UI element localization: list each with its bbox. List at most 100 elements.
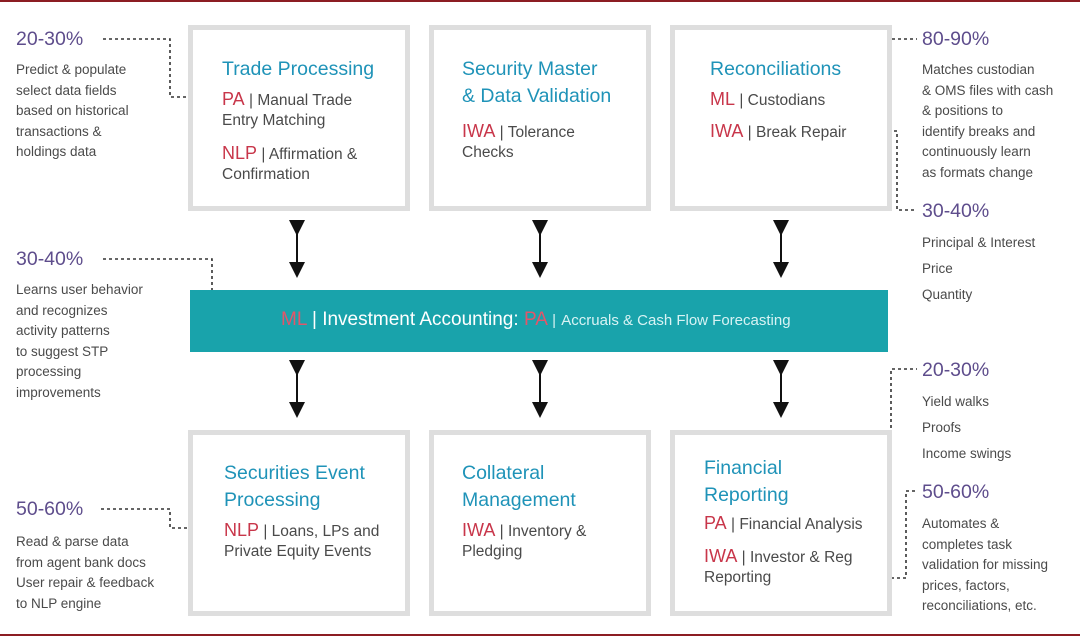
tag-ml: ML [710, 89, 736, 109]
left2-percent: 30-40% [16, 248, 84, 270]
note-line: Price [922, 261, 953, 276]
right4-percent: 50-60% [922, 481, 990, 503]
recon-item-ml: ML | Custodians [710, 89, 825, 111]
separator: | [263, 523, 268, 540]
separator: | [311, 309, 317, 330]
note-line: Learns user behavior [16, 282, 143, 297]
security-master-box [429, 25, 651, 211]
trade-item-nlp: NLP | Affirmation & Confirmation [222, 143, 357, 185]
collateral-management-box [429, 430, 651, 616]
note-line: Read & parse data [16, 534, 129, 549]
separator: | [499, 124, 504, 141]
item-text-cont: Confirmation [222, 166, 310, 183]
note-line: to suggest STP [16, 343, 109, 359]
note-line: Matches custodian [922, 62, 1035, 77]
note-line: to NLP engine [16, 595, 102, 611]
events-item-nlp: NLP | Loans, LPs and Private Equity Even… [224, 520, 379, 562]
separator: | [739, 92, 744, 109]
right1-note: Matches custodian & OMS files with cash … [922, 60, 1053, 183]
trade-item-pa: PA | Manual Trade Entry Matching [222, 89, 352, 131]
item-text: Inventory & [507, 523, 587, 540]
note-line: holdings data [16, 144, 97, 159]
item-text: Investor & Reg [749, 549, 853, 566]
securities-event-box [188, 430, 410, 616]
note-line: activity patterns [16, 323, 110, 338]
reporting-item-iwa: IWA | Investor & Reg Reporting [704, 546, 853, 588]
tag-iwa: IWA [704, 546, 738, 566]
note-line: Proofs [922, 420, 962, 435]
top-border-line [0, 0, 1080, 2]
reconciliations-title: Reconciliations [710, 58, 842, 80]
item-text-cont: Checks [462, 144, 514, 161]
note-line: reconciliations, etc. [922, 598, 1037, 613]
right2-percent: 30-40% [922, 200, 990, 222]
left1-note: Predict & populate select data fields ba… [16, 60, 129, 163]
investment-accounting-banner [190, 290, 888, 352]
left3-percent: 50-60% [16, 498, 84, 520]
note-line: improvements [16, 384, 101, 400]
note-line: User repair & feedback [16, 575, 155, 590]
item-text-cont: Private Equity Events [224, 543, 372, 560]
left3-note: Read & parse data from agent bank docs U… [16, 532, 154, 614]
note-line: processing [16, 364, 82, 379]
note-line: transactions & [16, 123, 102, 139]
security-item-iwa: IWA | Tolerance Checks [462, 121, 575, 163]
note-line: & OMS files with cash [922, 82, 1054, 98]
right2-note: Principal & Interest Price Quantity [922, 230, 1035, 308]
recon-item-iwa: IWA | Break Repair [710, 121, 846, 143]
note-line: select data fields [16, 82, 117, 98]
note-line: based on historical [16, 103, 129, 118]
note-line: Predict & populate [16, 62, 127, 77]
note-line: and recognizes [16, 302, 108, 318]
tag-nlp: NLP [222, 143, 258, 163]
note-line: & positions to [922, 103, 1004, 118]
leader-left1 [103, 38, 218, 98]
item-text: Manual Trade [257, 92, 353, 109]
reconciliations-box [670, 25, 892, 211]
separator: | [741, 549, 746, 566]
note-line: Yield walks [922, 394, 990, 409]
financial-reporting-box [670, 430, 892, 616]
note-line: Automates & [922, 516, 1000, 531]
right4-note: Automates & completes task validation fo… [922, 514, 1048, 617]
item-text-cont: Entry Matching [222, 112, 326, 129]
vertical-arrows [289, 220, 789, 418]
item-text: Financial Analysis [739, 516, 863, 533]
banner-sub-label: Accruals & Cash Flow Forecasting [561, 312, 791, 329]
separator: | [731, 516, 736, 533]
separator: | [552, 312, 557, 329]
securities-event-title: Securities Event Processing [224, 462, 365, 511]
separator: | [249, 92, 254, 109]
note-line: Principal & Interest [922, 235, 1036, 250]
note-line: prices, factors, [922, 577, 1010, 593]
note-line: from agent bank docs [16, 554, 146, 570]
bottom-border-line [0, 634, 1080, 636]
reporting-item-pa: PA | Financial Analysis [704, 513, 863, 535]
separator: | [499, 523, 504, 540]
tag-ml: ML [281, 309, 307, 330]
left1-percent: 20-30% [16, 28, 84, 50]
tag-iwa: IWA [462, 121, 496, 141]
separator: | [261, 146, 266, 163]
banner-main-label: Investment Accounting: [322, 309, 519, 330]
right1-percent: 80-90% [922, 28, 990, 50]
leader-left3 [101, 508, 218, 529]
note-line: validation for missing [922, 557, 1049, 572]
tag-nlp: NLP [224, 520, 260, 540]
leader-right2 [852, 130, 917, 211]
note-line: as formats change [922, 164, 1034, 180]
tag-pa: PA [523, 309, 547, 330]
item-text: Break Repair [755, 124, 847, 141]
tag-iwa: IWA [462, 520, 496, 540]
right3-note: Yield walks Proofs Income swings [922, 389, 1011, 467]
note-line: continuously learn [922, 144, 1031, 159]
note-line: identify breaks and [922, 123, 1036, 139]
tag-pa: PA [704, 513, 727, 533]
security-master-title: Security Master & Data Validation [462, 58, 612, 107]
item-text: Custodians [747, 92, 826, 109]
item-text: Loans, LPs and [271, 523, 380, 540]
item-text-cont: Reporting [704, 569, 772, 586]
collateral-item-iwa: IWA | Inventory & Pledging [462, 520, 586, 562]
collateral-management-title: Collateral Management [462, 462, 576, 511]
trade-processing-title: Trade Processing [222, 58, 375, 80]
